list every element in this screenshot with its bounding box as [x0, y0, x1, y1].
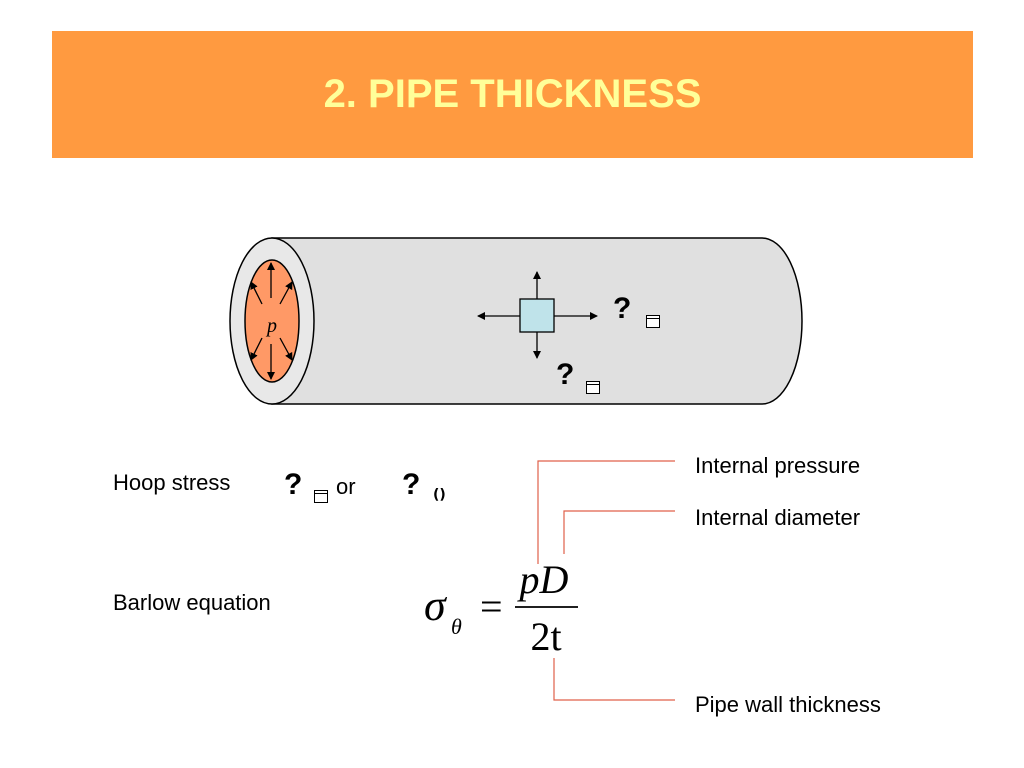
hoop-symbol-1-subscript-icon — [314, 490, 328, 503]
hoop-symbol-1: ? — [284, 468, 303, 501]
hoop-subscript-glyph-icon — [646, 315, 660, 328]
barlow-equals: = — [480, 584, 503, 629]
stress-element — [519, 298, 555, 333]
hoop-symbol-2-subscript-icon: () — [433, 487, 446, 503]
barlow-lhs-symbol: σ — [424, 581, 448, 630]
pressure-symbol: p — [265, 315, 277, 337]
leader-thickness — [553, 658, 675, 701]
leader-lines — [537, 460, 675, 701]
stress-arrows — [477, 271, 598, 359]
pressure-arrows — [250, 262, 293, 380]
hoop-symbol-2: ? — [402, 468, 421, 501]
annotation-wall-thickness: Pipe wall thickness — [695, 692, 881, 717]
leader-pressure — [537, 460, 675, 564]
barlow-numerator: pD — [517, 557, 569, 602]
hoop-or-text: or — [336, 474, 356, 499]
hoop-stress-symbol: ? — [613, 292, 632, 325]
title-band: 2. PIPE THICKNESS — [52, 31, 973, 158]
barlow-denominator: 2t — [530, 614, 561, 659]
hoop-stress-label: Hoop stress — [113, 470, 231, 495]
pipe-bore — [244, 259, 300, 383]
annotation-internal-pressure: Internal pressure — [695, 453, 861, 478]
leader-diameter — [563, 510, 675, 554]
slide-title: 2. PIPE THICKNESS — [323, 72, 702, 116]
barlow-lhs-subscript: θ — [451, 614, 462, 639]
longitudinal-stress-symbol: ? — [556, 358, 575, 391]
longitudinal-subscript-glyph-icon — [586, 381, 600, 394]
barlow-equation-label: Barlow equation — [113, 590, 271, 615]
annotation-internal-diameter: Internal diameter — [695, 505, 861, 530]
